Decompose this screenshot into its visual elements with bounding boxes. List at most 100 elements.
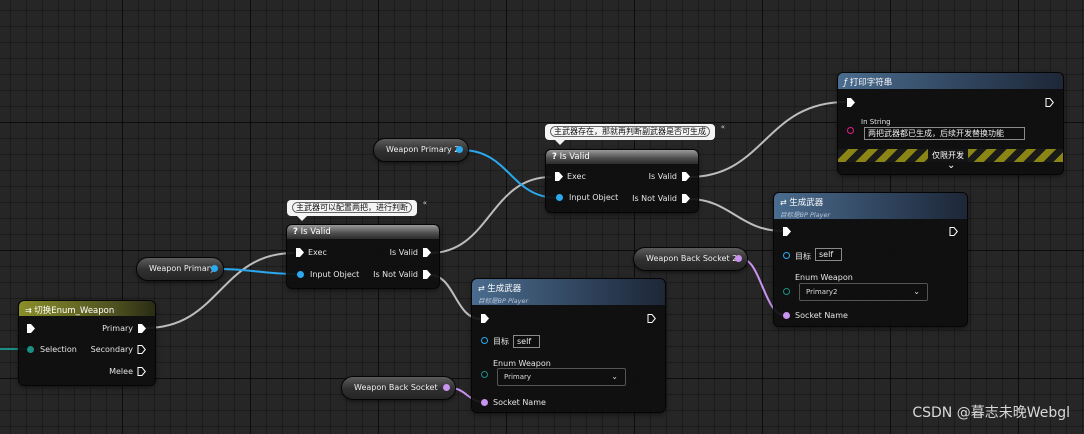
is-valid-label: Is Valid xyxy=(648,172,677,181)
is-valid-exec-pin[interactable] xyxy=(681,172,690,181)
var-weapon-back-socket-pin[interactable] xyxy=(443,384,450,391)
enum-weapon-selected: Primary2 xyxy=(806,288,838,296)
spawn-1-subtitle: 目标是BP Player xyxy=(478,297,529,305)
exec-out-pin[interactable] xyxy=(647,314,656,323)
enum-weapon-pin[interactable] xyxy=(481,371,488,378)
secondary-output-label: Secondary xyxy=(90,345,133,354)
in-string-input[interactable]: 两把武器都已生成，后续开发替换功能 xyxy=(864,127,1025,140)
question-icon: ? xyxy=(293,227,298,237)
var-weapon-primary-2-pin[interactable] xyxy=(456,146,463,153)
question-icon: ? xyxy=(552,152,557,162)
enum-weapon-label: Enum Weapon xyxy=(493,359,551,368)
is-valid-label: Is Valid xyxy=(389,248,418,257)
socket-name-label: Socket Name xyxy=(795,311,848,320)
var-weapon-primary-2[interactable]: Weapon Primary 2 xyxy=(374,139,468,161)
var-weapon-primary-label: Weapon Primary xyxy=(149,264,215,273)
input-object-pin[interactable] xyxy=(297,271,304,278)
is-not-valid-label: Is Not Valid xyxy=(373,270,418,279)
comment-1-text: 主武器可以配置两把，进行判断 xyxy=(292,202,412,213)
enum-weapon-selected: Primary xyxy=(504,373,532,381)
socket-name-pin[interactable] xyxy=(481,399,488,406)
socket-name-label: Socket Name xyxy=(493,398,546,407)
switch-enum-title: 切换Enum_Weapon xyxy=(34,306,115,316)
exec-wire-isvalid2-to-print xyxy=(688,101,847,178)
exec-wire-isvalid1-to-isvalid2 xyxy=(429,176,552,254)
switch-enum-header: ⇉ 切换Enum_Weapon xyxy=(19,301,155,316)
target-pin[interactable] xyxy=(481,337,488,344)
exec-in-pin[interactable] xyxy=(846,98,855,107)
target-value[interactable]: self xyxy=(815,248,842,261)
enum-weapon-label: Enum Weapon xyxy=(795,273,853,282)
function-icon: ƒ xyxy=(844,78,847,88)
is-not-valid-exec-pin[interactable] xyxy=(681,194,690,203)
exec-label: Exec xyxy=(567,172,586,181)
target-value[interactable]: self xyxy=(513,335,540,348)
target-label: 目标 xyxy=(493,337,509,346)
input-object-pin[interactable] xyxy=(556,194,563,201)
comment-2-text: 主武器存在，那就再判断副武器是否可生成 xyxy=(550,126,710,137)
primary-output-label: Primary xyxy=(102,324,133,333)
object-wire-weapon-primary-2 xyxy=(460,149,559,199)
exec-wire-switch-to-isvalid1 xyxy=(145,252,295,329)
enum-weapon-dropdown[interactable]: Primary ⌄ xyxy=(497,368,626,386)
var-weapon-primary[interactable]: Weapon Primary xyxy=(137,258,223,280)
object-wire-weapon-primary xyxy=(215,268,299,275)
var-weapon-back-socket-label: Weapon Back Socket xyxy=(354,383,438,392)
collapse-icon[interactable]: « xyxy=(720,123,725,131)
switch-icon: ⇉ xyxy=(25,306,35,315)
enum-weapon-dropdown[interactable]: Primary2 ⌄ xyxy=(799,283,928,301)
print-string-title: 打印字符串 xyxy=(849,78,893,88)
target-label: 目标 xyxy=(795,252,811,261)
spawn-weapon-node-1[interactable]: ⇄ 生成武器 目标是BP Player 目标 self Enum Weapon … xyxy=(472,279,665,412)
input-object-label: Input Object xyxy=(310,270,360,279)
target-pin[interactable] xyxy=(783,252,790,259)
exec-out-pin[interactable] xyxy=(1045,98,1054,107)
var-weapon-primary-pin[interactable] xyxy=(211,265,218,272)
input-object-label: Input Object xyxy=(569,193,619,202)
exec-in-pin[interactable] xyxy=(480,314,489,323)
switch-enum-node[interactable]: ⇉ 切换Enum_Weapon Selection Primary Second… xyxy=(19,301,155,385)
function-icon: ⇄ xyxy=(478,284,488,293)
spawn-1-title: 生成武器 xyxy=(487,284,522,294)
spawn-weapon-node-2[interactable]: ⇄ 生成武器 目标是BP Player 目标 self Enum Weapon … xyxy=(774,193,967,326)
exec-out-pin[interactable] xyxy=(949,227,958,236)
spawn-1-header: ⇄ 生成武器 目标是BP Player xyxy=(472,279,665,305)
selection-pin[interactable] xyxy=(27,346,34,353)
is-valid-2-header: ? Is Valid xyxy=(546,150,698,164)
chevron-down-icon: ⌄ xyxy=(611,372,618,381)
expand-chevron-icon[interactable]: ⌄ xyxy=(947,160,956,171)
secondary-exec-pin[interactable] xyxy=(137,345,146,354)
primary-exec-pin[interactable] xyxy=(137,324,146,333)
is-valid-2-title: Is Valid xyxy=(559,152,590,162)
spawn-2-title: 生成武器 xyxy=(789,198,824,208)
watermark: CSDN @暮志未晚Webgl xyxy=(912,405,1070,421)
var-weapon-back-socket-2[interactable]: Weapon Back Socket 2 xyxy=(634,248,747,270)
var-weapon-primary-2-label: Weapon Primary 2 xyxy=(386,145,460,154)
is-valid-node-2[interactable]: ? Is Valid Exec Input Object Is Valid Is… xyxy=(546,150,698,212)
collapse-icon[interactable]: « xyxy=(422,199,427,207)
exec-in-pin[interactable] xyxy=(26,324,35,333)
exec-in-pin[interactable] xyxy=(782,227,791,236)
is-valid-1-title: Is Valid xyxy=(300,227,331,237)
exec-in-pin[interactable] xyxy=(554,172,563,181)
exec-in-pin[interactable] xyxy=(295,248,304,257)
spawn-2-header: ⇄ 生成武器 目标是BP Player xyxy=(774,193,967,219)
enum-weapon-pin[interactable] xyxy=(783,288,790,295)
socket-name-pin[interactable] xyxy=(783,312,790,319)
var-weapon-back-socket-2-pin[interactable] xyxy=(735,255,742,262)
comment-bubble-1[interactable]: 主武器可以配置两把，进行判断 « xyxy=(287,199,427,221)
print-string-node[interactable]: ƒ 打印字符串 In String 两把武器都已生成，后续开发替换功能 仅限开发… xyxy=(838,73,1063,174)
in-string-pin[interactable] xyxy=(847,127,854,134)
var-weapon-back-socket[interactable]: Weapon Back Socket xyxy=(342,377,455,399)
spawn-2-subtitle: 目标是BP Player xyxy=(780,211,831,219)
comment-bubble-2[interactable]: 主武器存在，那就再判断副武器是否可生成 « xyxy=(545,123,725,145)
melee-exec-pin[interactable] xyxy=(137,367,146,376)
function-icon: ⇄ xyxy=(780,198,790,207)
is-valid-node-1[interactable]: ? Is Valid Exec Input Object Is Valid Is… xyxy=(287,225,439,288)
is-not-valid-label: Is Not Valid xyxy=(632,194,677,203)
in-string-label: In String xyxy=(861,118,891,126)
is-valid-exec-pin[interactable] xyxy=(422,248,431,257)
is-not-valid-exec-pin[interactable] xyxy=(422,270,431,279)
melee-output-label: Melee xyxy=(109,367,133,376)
exec-wire-isvalid2-to-spawn2 xyxy=(688,198,784,232)
